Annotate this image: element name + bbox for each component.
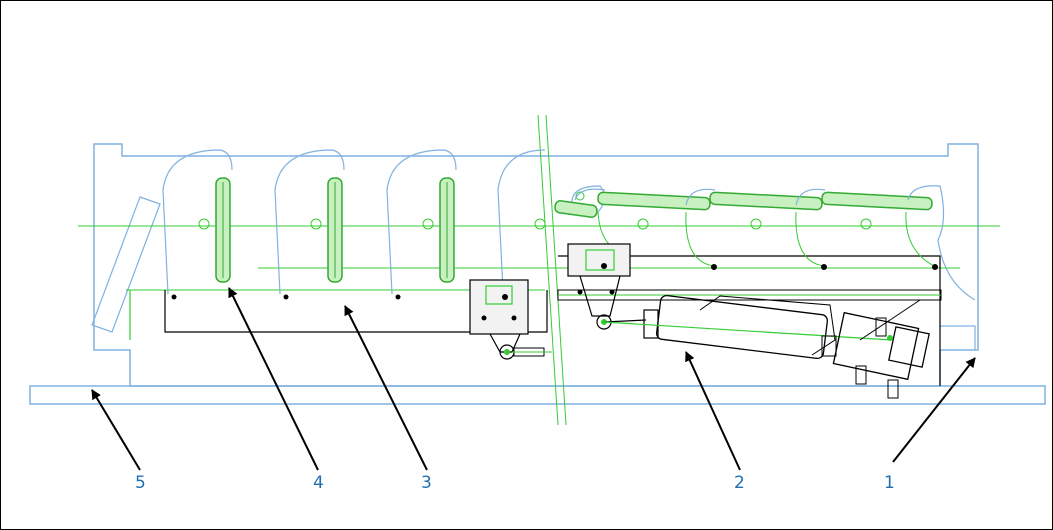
main-frame bbox=[164, 290, 548, 333]
inclined-guide bbox=[91, 196, 161, 333]
callout-label-1: 1 bbox=[884, 473, 895, 493]
housing-inner-lip bbox=[940, 325, 976, 350]
right-bracket bbox=[567, 243, 631, 330]
tilted-flap-4 bbox=[795, 188, 933, 270]
end-flap bbox=[905, 185, 976, 301]
tilted-flap-3 bbox=[685, 188, 823, 270]
callout-label-2: 2 bbox=[734, 473, 745, 493]
flap-1 bbox=[162, 149, 233, 300]
callout-label-4: 4 bbox=[313, 473, 324, 493]
flap-4-outline bbox=[497, 149, 546, 291]
flap-2 bbox=[274, 149, 345, 300]
flap-3 bbox=[386, 149, 457, 300]
leader-arrow-3 bbox=[344, 305, 428, 471]
section-break-line-b bbox=[545, 114, 567, 426]
leader-arrow-4 bbox=[228, 287, 319, 471]
tilted-flap-1 bbox=[554, 185, 606, 218]
right-rail bbox=[558, 255, 941, 386]
callout-label-5: 5 bbox=[135, 473, 146, 493]
section-break-line-a bbox=[537, 114, 559, 426]
tilted-flap-2 bbox=[574, 188, 711, 256]
leader-arrow-1 bbox=[892, 357, 976, 463]
base-plate bbox=[29, 385, 1046, 405]
left-bracket bbox=[469, 279, 552, 360]
callout-label-3: 3 bbox=[421, 473, 432, 493]
leader-arrow-5 bbox=[91, 389, 141, 471]
leader-arrow-2 bbox=[685, 351, 741, 471]
actuator-cylinder bbox=[603, 294, 930, 399]
housing-outline bbox=[93, 143, 979, 387]
